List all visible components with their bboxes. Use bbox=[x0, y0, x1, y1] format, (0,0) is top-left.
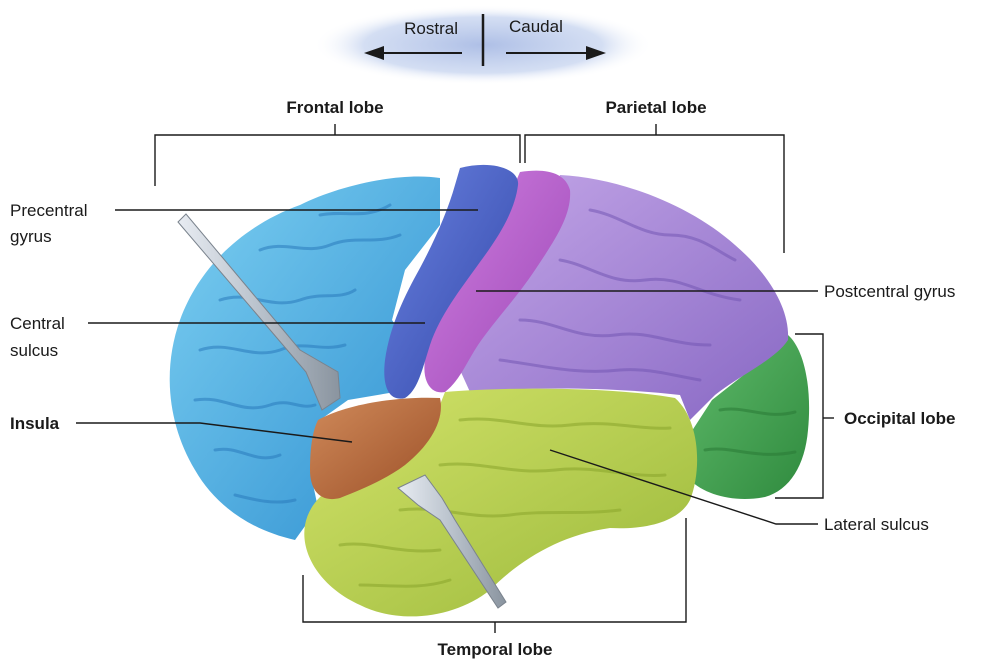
postcentral-gyrus-label: Postcentral gyrus bbox=[824, 282, 955, 301]
svg-text:Precentral: Precentral bbox=[10, 201, 87, 220]
insula-label: Insula bbox=[10, 414, 60, 433]
temporal-lobe-label: Temporal lobe bbox=[438, 640, 553, 659]
precentral-gyrus-label: Precentral gyrus bbox=[10, 201, 87, 246]
parietal-lobe-label: Parietal lobe bbox=[605, 98, 706, 117]
lateral-sulcus-label: Lateral sulcus bbox=[824, 515, 929, 534]
occipital-lobe-label: Occipital lobe bbox=[844, 409, 955, 428]
orientation-indicator: Rostral Caudal bbox=[313, 5, 653, 85]
central-sulcus-label: Central sulcus bbox=[10, 314, 65, 360]
frontal-lobe-label: Frontal lobe bbox=[286, 98, 383, 117]
caudal-label: Caudal bbox=[509, 17, 563, 36]
brain-illustration bbox=[170, 165, 809, 617]
svg-text:Central: Central bbox=[10, 314, 65, 333]
svg-text:gyrus: gyrus bbox=[10, 227, 52, 246]
rostral-label: Rostral bbox=[404, 19, 458, 38]
svg-text:sulcus: sulcus bbox=[10, 341, 58, 360]
